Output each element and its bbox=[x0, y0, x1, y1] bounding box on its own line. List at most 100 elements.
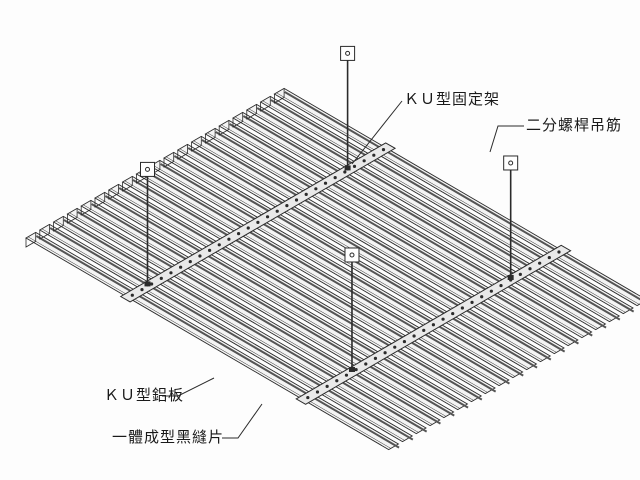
threaded-hanger-rods bbox=[140, 45, 519, 372]
black-joint-strip bbox=[91, 203, 455, 417]
panel-fold-line bbox=[234, 116, 598, 329]
frame-hole bbox=[275, 209, 279, 213]
panel-end-profile bbox=[260, 96, 271, 112]
panel-end-profile bbox=[204, 128, 216, 144]
panel-end-profile bbox=[80, 200, 92, 216]
frame-hole bbox=[335, 379, 339, 383]
frame-hole bbox=[451, 311, 455, 316]
panel-fold-line bbox=[96, 196, 460, 409]
frame-hole bbox=[344, 373, 349, 377]
panel-end-profile bbox=[25, 232, 37, 248]
frame-hole bbox=[323, 181, 328, 185]
leader-ku-frame bbox=[351, 100, 403, 165]
frame-hole bbox=[557, 250, 561, 254]
frame-hole bbox=[538, 261, 542, 265]
frame-hole bbox=[265, 215, 270, 219]
black-joint-strip bbox=[49, 227, 414, 441]
frame-hole bbox=[412, 334, 416, 338]
black-joint-strip bbox=[160, 163, 524, 377]
panel-end-profile bbox=[218, 120, 230, 136]
frame-hole bbox=[285, 204, 289, 208]
black-joint-strip bbox=[229, 123, 593, 337]
panel-end-profile bbox=[122, 176, 133, 192]
panel-fold-line bbox=[83, 204, 447, 417]
rod-nut bbox=[344, 165, 351, 171]
black-joint-strip bbox=[146, 171, 510, 385]
bracket-bolt bbox=[345, 50, 351, 56]
panel-fold-line bbox=[248, 108, 612, 321]
leader-black-joint bbox=[222, 403, 263, 439]
label-threaded-rod: 二分螺桿吊筋 bbox=[526, 116, 623, 134]
frame-hole bbox=[159, 276, 163, 281]
panel-end-profile bbox=[177, 144, 188, 160]
panel-fold-line bbox=[165, 156, 529, 369]
label-black-joint-strip: 一體成型黑縫片 bbox=[112, 428, 225, 446]
frame-hole bbox=[256, 220, 260, 225]
panel-fold-line bbox=[207, 132, 571, 345]
frame-hole bbox=[198, 254, 202, 258]
black-joint-strip bbox=[35, 235, 400, 449]
panel-fold-line bbox=[276, 92, 640, 305]
frame-hole bbox=[315, 390, 320, 394]
frame-hole bbox=[393, 345, 397, 349]
black-joint-strip bbox=[77, 211, 441, 425]
frame-hole bbox=[246, 226, 250, 230]
frame-hole bbox=[547, 255, 551, 260]
frame-hole bbox=[236, 232, 241, 236]
panel-end-profile bbox=[232, 112, 244, 128]
frame-hole bbox=[169, 271, 173, 275]
panel-fold-line bbox=[193, 140, 557, 353]
panel-fold-line bbox=[41, 228, 405, 441]
frame-hole bbox=[294, 198, 299, 202]
bracket-bolt bbox=[349, 252, 355, 258]
frame-hole bbox=[150, 282, 154, 286]
bracket-bolt bbox=[508, 160, 514, 166]
black-joint-strip bbox=[132, 179, 497, 393]
rod-nut bbox=[348, 366, 355, 372]
black-joint-strip bbox=[270, 99, 635, 313]
callout-leaders bbox=[162, 100, 524, 439]
frame-hole bbox=[518, 272, 522, 276]
frame-hole bbox=[470, 300, 474, 304]
frame-hole bbox=[431, 323, 435, 327]
black-joint-strip bbox=[215, 131, 579, 345]
frame-hole bbox=[489, 289, 493, 293]
frame-hole bbox=[354, 367, 358, 372]
frame-hole bbox=[441, 317, 445, 321]
rod-nut bbox=[507, 274, 514, 280]
frame-hole bbox=[217, 243, 221, 247]
leader-ku-panel bbox=[162, 377, 215, 397]
frame-hole bbox=[325, 384, 329, 388]
black-joint-strip bbox=[104, 195, 469, 409]
frame-hole bbox=[130, 293, 134, 297]
black-joint-strip bbox=[242, 115, 607, 329]
frame-hole bbox=[381, 148, 386, 152]
frame-hole bbox=[362, 159, 366, 163]
frame-hole bbox=[480, 295, 484, 299]
panel-fold-line bbox=[262, 100, 626, 313]
black-joint-strip bbox=[118, 187, 483, 401]
black-joint-strip bbox=[201, 139, 566, 353]
panel-end-profile bbox=[39, 224, 50, 240]
panel-end-profile bbox=[67, 208, 78, 224]
frame-hole bbox=[306, 395, 310, 400]
panel-end-profile bbox=[191, 136, 202, 152]
frame-hole bbox=[528, 267, 532, 271]
black-joint-strip bbox=[63, 219, 428, 433]
panel-end-profile bbox=[108, 184, 119, 200]
frame-hole bbox=[364, 362, 368, 366]
rod-top-bracket bbox=[140, 161, 155, 177]
rod-top-bracket bbox=[503, 155, 519, 171]
panel-fold-line bbox=[179, 148, 543, 361]
panel-fold-line bbox=[55, 220, 419, 433]
frame-hole bbox=[333, 176, 337, 180]
frame-hole bbox=[314, 187, 318, 191]
bracket-bolt bbox=[145, 166, 150, 172]
rod-top-bracket bbox=[340, 45, 356, 61]
panel-fold-line bbox=[138, 172, 502, 385]
black-joint-strip bbox=[284, 91, 640, 301]
rod-nut bbox=[144, 281, 151, 287]
ku-fixing-frames bbox=[119, 142, 572, 405]
